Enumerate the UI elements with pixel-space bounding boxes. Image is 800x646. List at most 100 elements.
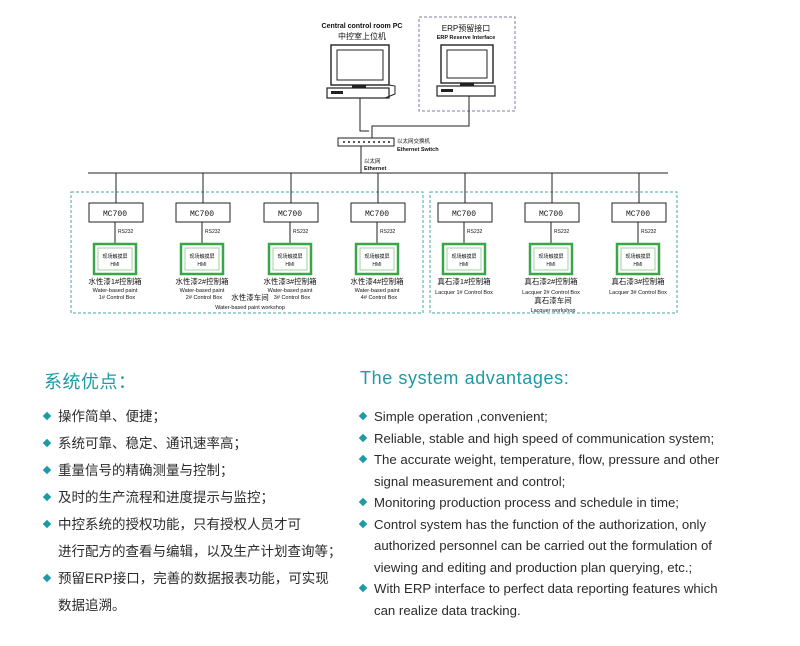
list-item: Reliable, stable and high speed of commu… <box>358 428 760 450</box>
erp-title-en: ERP Reserve Interface <box>437 35 496 41</box>
lacquer-hmi-screen-3 <box>615 242 661 276</box>
lacquer-control-box-label-en: Lacquer 2# Control Box <box>522 290 580 296</box>
list-item-text: signal measurement and control; <box>374 473 566 489</box>
list-item-text: 进行配方的查看与编辑，以及生产计划查询等； <box>58 544 342 559</box>
lacquer-hmi-screen-2 <box>528 242 574 276</box>
water-control-box-label-cn: 水性漆4#控制箱 <box>350 276 404 286</box>
mc700-label: MC700 <box>190 210 214 219</box>
list-item-text: The accurate weight, temperature, flow, … <box>374 452 720 467</box>
hmi-label-en: HMI <box>546 262 555 268</box>
list-item: 及时的生产流程和进度提示与监控； <box>42 487 354 509</box>
list-item-text: 数据追溯。 <box>58 598 126 613</box>
water-control-box-label-en: Water-based paint <box>180 288 225 294</box>
list-item: 重量信号的精确测量与控制； <box>42 460 354 482</box>
central-pc-title-en: Central control room PC <box>322 23 403 30</box>
list-item: viewing and editing and production plan … <box>360 557 760 579</box>
hmi-label-en: HMI <box>197 262 206 268</box>
rs232-label: RS232 <box>554 229 570 235</box>
mc700-label: MC700 <box>278 210 302 219</box>
erp-title-cn: ERP预留接口 <box>442 23 490 33</box>
lacquer-mc700-controller-3 <box>611 202 667 223</box>
hmi-label-en: HMI <box>633 262 642 268</box>
lacquer-control-box-label-en: Lacquer 1# Control Box <box>435 290 493 296</box>
list-item: 系统可靠、稳定、通讯速率高； <box>42 433 354 455</box>
water-workshop-label-cn: 水性漆车间 <box>231 292 269 302</box>
list-item-text: With ERP interface to perfect data repor… <box>374 581 718 596</box>
rs232-label: RS232 <box>293 229 309 235</box>
list-item-text: 系统可靠、稳定、通讯速率高； <box>58 436 247 451</box>
mc700-label: MC700 <box>539 210 563 219</box>
diamond-bullet-icon <box>358 411 368 421</box>
lacquer-control-box-label-cn: 真石漆3#控制箱 <box>611 276 665 286</box>
advantages-en-title: The system advantages: <box>360 368 570 388</box>
diamond-bullet-icon <box>358 583 368 593</box>
advantages-cn-title: 系统优点： <box>44 372 137 392</box>
list-item-text: 重量信号的精确测量与控制； <box>58 463 234 478</box>
lacquer-workshop-label-en: Lacquer workshop <box>531 308 576 314</box>
erp-interface-box <box>418 16 516 112</box>
water-control-box-label-en2: 1# Control Box <box>99 295 136 301</box>
list-item: Monitoring production process and schedu… <box>358 492 760 514</box>
rs232-label: RS232 <box>380 229 396 235</box>
lacquer-control-box-label-en: Lacquer 3# Control Box <box>609 290 667 296</box>
lacquer-control-box-label-cn: 真石漆2#控制箱 <box>524 276 578 286</box>
advantages-cn-list: 操作简单、便捷； 系统可靠、稳定、通讯速率高； 重量信号的精确测量与控制； 及时的生产… <box>42 406 354 617</box>
mc700-label: MC700 <box>452 210 476 219</box>
list-item: Simple operation ,convenient; <box>358 406 760 428</box>
diamond-bullet-icon <box>42 492 52 502</box>
ethernet-label-en: Ethernet <box>364 166 386 172</box>
water-control-box-label-en: Water-based paint <box>268 288 313 294</box>
hmi-label-en: HMI <box>372 262 381 268</box>
list-item-text: 操作简单、便捷； <box>58 409 166 424</box>
water-mc700-controller-3 <box>263 202 319 223</box>
central-pc-title-cn: 中控室上位机 <box>338 31 386 41</box>
list-item: can realize data tracking. <box>360 600 760 622</box>
water-mc700-controller-2 <box>175 202 231 223</box>
list-item: 中控系统的授权功能，只有授权人员才可 <box>42 514 354 536</box>
diamond-bullet-icon <box>42 411 52 421</box>
hmi-label-cn: 现场触摸屏 <box>277 253 302 260</box>
rs232-label: RS232 <box>641 229 657 235</box>
desktop-computer-icon <box>326 44 396 99</box>
rs232-label: RS232 <box>118 229 134 235</box>
water-mc700-controller-1 <box>88 202 144 223</box>
hmi-label-cn: 现场触摸屏 <box>102 253 127 260</box>
list-item: 数据追溯。 <box>44 595 354 617</box>
lacquer-hmi-screen-1 <box>441 242 487 276</box>
rs232-label: RS232 <box>467 229 483 235</box>
hmi-label-en: HMI <box>459 262 468 268</box>
water-hmi-screen-2 <box>179 242 225 276</box>
advantages-en-section: The system advantages: Simple operation … <box>358 368 760 622</box>
water-control-box-label-cn: 水性漆2#控制箱 <box>175 276 229 286</box>
diamond-bullet-icon <box>358 497 368 507</box>
diamond-bullet-icon <box>42 573 52 583</box>
water-hmi-screen-3 <box>267 242 313 276</box>
list-item: Control system has the function of the a… <box>358 514 760 536</box>
list-item: With ERP interface to perfect data repor… <box>358 578 760 600</box>
list-item-text: authorized personnel can be carried out … <box>374 538 712 553</box>
list-item: The accurate weight, temperature, flow, … <box>358 449 760 471</box>
lacquer-mc700-controller-1 <box>437 202 493 223</box>
list-item-text: can realize data tracking. <box>374 602 521 618</box>
list-item: authorized personnel can be carried out … <box>360 535 760 557</box>
water-control-box-label-en2: 4# Control Box <box>361 295 398 301</box>
ethernet-label-cn: 以太网 <box>364 157 381 165</box>
hmi-label-cn: 现场触摸屏 <box>625 253 650 260</box>
list-item: 预留ERP接口，完善的数据报表功能，可实现 <box>42 568 354 590</box>
hmi-label-cn: 现场触摸屏 <box>189 253 214 260</box>
list-item-text: Simple operation ,convenient; <box>374 409 548 424</box>
hmi-label-cn: 现场触摸屏 <box>451 253 476 260</box>
advantages-cn-section: 系统优点： 操作简单、便捷； 系统可靠、稳定、通讯速率高； 重量信号的精确测量与控制… <box>42 368 354 622</box>
list-item: 操作简单、便捷； <box>42 406 354 428</box>
mc700-label: MC700 <box>365 210 389 219</box>
network-switch-icon <box>337 137 395 147</box>
water-workshop-label-en: Water-based paint workshop <box>215 305 285 311</box>
list-item-text: Control system has the function of the a… <box>374 516 707 532</box>
water-mc700-controller-4 <box>350 202 406 223</box>
hmi-label-cn: 现场触摸屏 <box>364 253 389 260</box>
mc700-label: MC700 <box>626 210 650 219</box>
rs232-label: RS232 <box>205 229 221 235</box>
water-workshop-box <box>70 191 424 314</box>
list-item: signal measurement and control; <box>360 471 760 493</box>
system-network-diagram: Central control room PC 中控室上位机 ERP预留接口 E… <box>70 16 678 314</box>
